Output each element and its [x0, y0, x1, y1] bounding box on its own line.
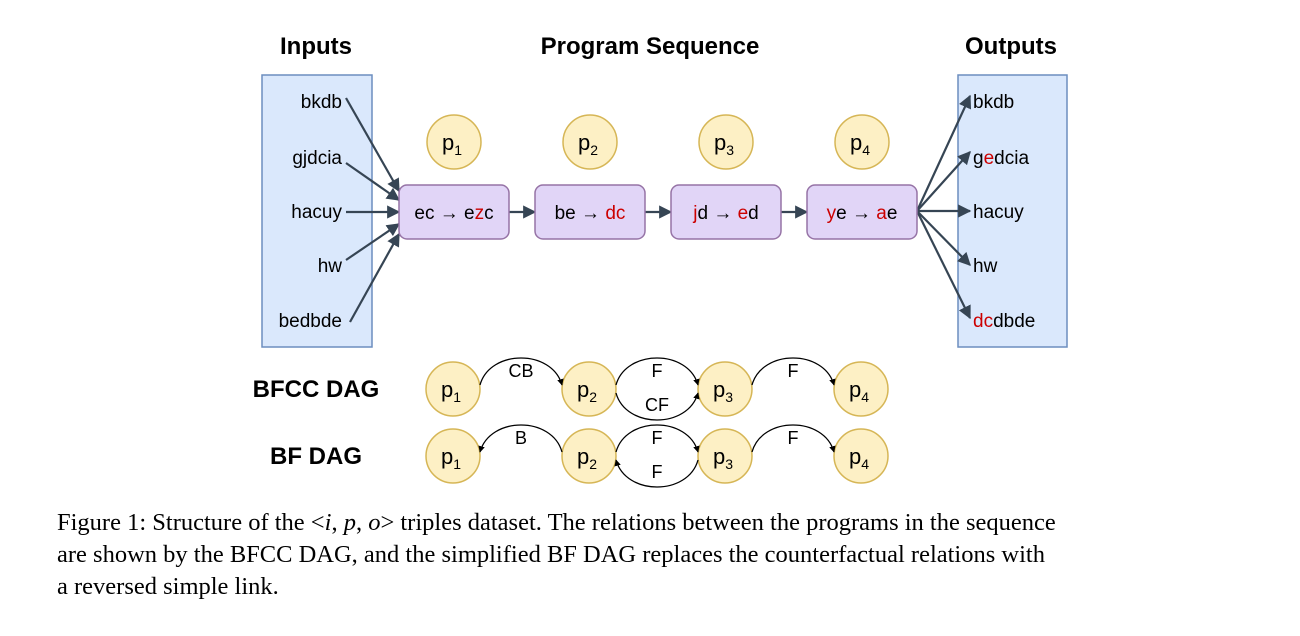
input-string: bedbde: [279, 311, 342, 332]
caption-line-1: Figure 1: Structure of the <i, p, o> tri…: [57, 509, 1056, 536]
input-arrow: [345, 162, 401, 201]
output-string: bkdb: [973, 92, 1014, 113]
dag-node-label: p4: [849, 377, 869, 405]
input-arrow: [349, 232, 400, 323]
output-string: hw: [973, 256, 998, 277]
output-string: gedcia: [973, 148, 1029, 169]
output-arrow: [916, 94, 972, 212]
input-string: hacuy: [291, 202, 342, 223]
program-node-label: p2: [578, 130, 598, 158]
caption-line-3: a reversed simple link.: [57, 573, 279, 600]
program-rule: jd → ed: [692, 203, 759, 224]
dag-edge-label: F: [652, 462, 663, 482]
dag-node: [425, 428, 481, 484]
output-arrow: [916, 210, 971, 320]
dag-edge-label: CF: [645, 395, 669, 415]
dag-edge: [751, 357, 836, 386]
caption-line-2: are shown by the BFCC DAG, and the simpl…: [57, 541, 1045, 568]
program-rule: ye → ae: [827, 203, 898, 224]
dag-node-label: p3: [713, 377, 733, 405]
program-box: [670, 184, 782, 240]
dag-node: [697, 361, 753, 417]
dag-edge-label: F: [788, 361, 799, 381]
dag-edge-label: CB: [508, 361, 533, 381]
dag-node: [697, 428, 753, 484]
dag-node-label: p2: [577, 377, 597, 405]
dag-edge: [478, 424, 563, 453]
input-string: hw: [318, 256, 343, 277]
dag-node: [561, 428, 617, 484]
input-string: bkdb: [301, 92, 342, 113]
program-box: [398, 184, 510, 240]
output-string: hacuy: [973, 202, 1024, 223]
structure-diagram: Inputs Program Sequence Outputs bkdb gjdc…: [253, 33, 1068, 488]
dag-node: [833, 361, 889, 417]
dag-edge: [751, 424, 836, 453]
dag-title: BFCC DAG: [253, 376, 380, 403]
vector-i: i: [324, 509, 332, 536]
dag-edge: [614, 459, 699, 488]
dag-title: BF DAG: [270, 443, 362, 470]
input-string: gjdcia: [292, 148, 342, 169]
dag-edge-label: F: [652, 361, 663, 381]
input-arrow: [345, 223, 401, 261]
output-arrow: [916, 210, 971, 266]
dag-node-label: p3: [713, 444, 733, 472]
program-node-label: p3: [714, 130, 734, 158]
dag-node: [561, 361, 617, 417]
dag-edge: [615, 392, 700, 421]
dag-edge: [615, 424, 700, 453]
program-rule: ec → ezc: [414, 203, 493, 224]
dag-edge-label: F: [652, 428, 663, 448]
dag-node-label: p1: [441, 377, 461, 405]
program-node: [698, 114, 754, 170]
dag-node-label: p2: [577, 444, 597, 472]
dag-node-label: p4: [849, 444, 869, 472]
dag-node: [833, 428, 889, 484]
program-node: [426, 114, 482, 170]
program-box: [806, 184, 918, 240]
program-node-label: p4: [850, 130, 870, 158]
program-node-label: p1: [442, 130, 462, 158]
figure-caption: Figure 1: Structure of the <i, p, o> tri…: [57, 507, 1257, 603]
dag-edge: [615, 357, 700, 386]
program-box: [534, 184, 646, 240]
output-string: dcdbde: [973, 311, 1035, 332]
program-sequence-header: Program Sequence: [541, 33, 760, 60]
vector-o: o: [368, 509, 381, 536]
outputs-box: [957, 74, 1068, 348]
dag-node: [425, 361, 481, 417]
program-node: [562, 114, 618, 170]
input-arrow: [345, 97, 400, 193]
program-rule: be → dc: [555, 203, 626, 224]
dag-edge-label: B: [515, 428, 527, 448]
inputs-header: Inputs: [280, 33, 352, 60]
dag-node-label: p1: [441, 444, 461, 472]
dag-edge-label: F: [788, 428, 799, 448]
outputs-header: Outputs: [965, 33, 1057, 60]
program-node: [834, 114, 890, 170]
vector-p: p: [343, 509, 356, 536]
output-arrow: [916, 151, 971, 212]
dag-edge: [479, 357, 564, 386]
